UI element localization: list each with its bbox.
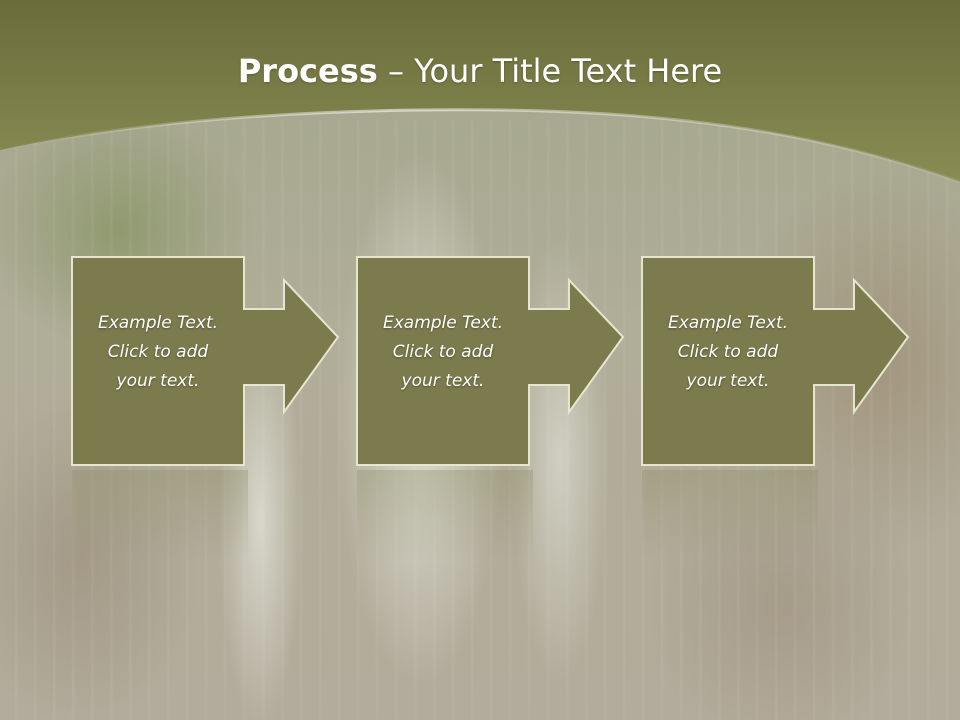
title-bold: Process [237, 52, 378, 90]
page-title[interactable]: Process – Your Title Text Here [0, 52, 960, 90]
step-1-line-1: Example Text. [97, 313, 219, 333]
step-3-line-1: Example Text. [667, 313, 789, 333]
step-3-text[interactable]: Example Text. Click to add your text. [648, 309, 808, 396]
step-1-text[interactable]: Example Text. Click to add your text. [78, 309, 238, 396]
step-2-line-3: your text. [401, 371, 485, 391]
step-3-line-2: Click to add [677, 342, 779, 362]
process-step-3[interactable]: Example Text. Click to add your text. [641, 256, 912, 467]
step-2-reflection [357, 470, 533, 560]
step-3-reflection [642, 470, 818, 560]
step-3-line-3: your text. [686, 371, 770, 391]
title-rest: – Your Title Text Here [377, 52, 723, 90]
step-1-line-2: Click to add [107, 342, 209, 362]
step-1-line-3: your text. [116, 371, 200, 391]
step-2-arrow-box [356, 256, 625, 466]
step-2-line-1: Example Text. [382, 313, 504, 333]
step-2-line-2: Click to add [392, 342, 494, 362]
process-step-2[interactable]: Example Text. Click to add your text. [356, 256, 627, 467]
step-2-text[interactable]: Example Text. Click to add your text. [363, 309, 523, 396]
step-3-arrow-box [641, 256, 910, 466]
step-1-reflection [72, 470, 248, 560]
process-step-1[interactable]: Example Text. Click to add your text. [71, 256, 342, 467]
header-band [0, 0, 960, 184]
step-1-arrow-box [71, 256, 340, 466]
